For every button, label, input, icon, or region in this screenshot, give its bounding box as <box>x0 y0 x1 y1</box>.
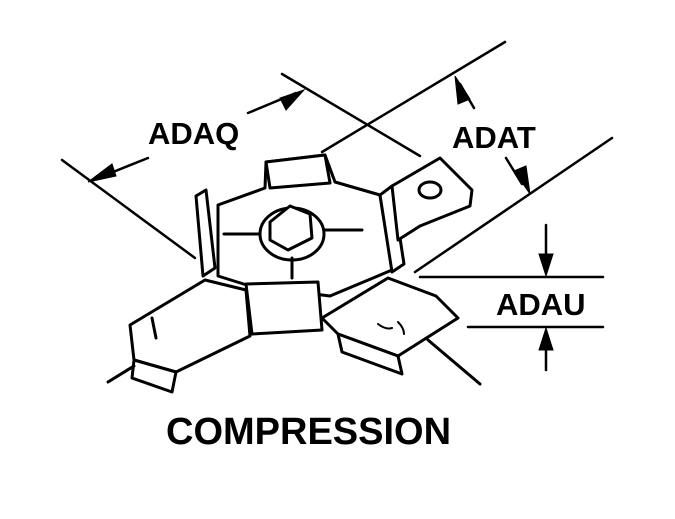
left-arm <box>128 278 252 374</box>
adat-extension-line-lower <box>413 136 614 274</box>
adaq-extension-line-left <box>60 158 197 260</box>
adat-label: ADAT <box>452 120 536 155</box>
compression-clip-part <box>106 153 482 394</box>
adat-dimension: ADAT <box>320 40 614 274</box>
adaq-dimension: ADAQ <box>60 72 422 260</box>
adat-extension-line-upper <box>320 40 507 154</box>
adau-arrowhead-upper <box>538 253 554 278</box>
adau-label: ADAU <box>496 287 586 322</box>
adau-arrowhead-lower <box>538 326 554 351</box>
center-knob-top <box>268 204 314 252</box>
adat-arrowhead-upper <box>454 75 471 105</box>
right-arm-mark <box>377 321 405 335</box>
mounting-hole <box>417 180 443 200</box>
center-block <box>244 280 324 336</box>
adau-dimension: ADAU <box>418 223 605 372</box>
left-arm-front <box>130 358 178 394</box>
right-wall <box>378 184 406 274</box>
adaq-extension-line-right <box>280 72 422 158</box>
right-arm-lip <box>336 332 404 376</box>
adaq-label: ADAQ <box>148 116 239 151</box>
left-wall <box>194 188 217 278</box>
left-pin <box>106 364 136 384</box>
adaq-arrowhead-right <box>279 88 306 111</box>
adat-arrowhead-lower <box>513 165 531 195</box>
left-arm-slot <box>150 316 158 340</box>
diagram-caption: COMPRESSION <box>166 411 451 453</box>
adaq-arrowhead-left <box>87 163 117 183</box>
right-pin <box>426 338 482 386</box>
top-tab <box>264 153 332 190</box>
